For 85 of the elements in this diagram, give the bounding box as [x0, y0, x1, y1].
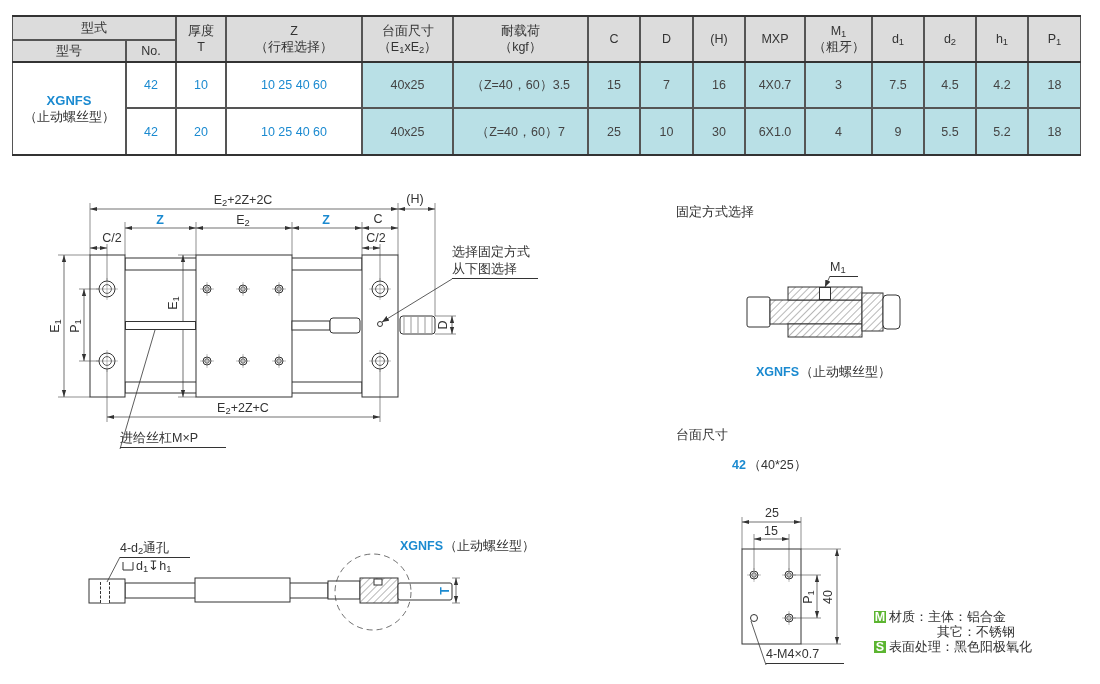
size-caption: （40*25） [748, 457, 807, 473]
header-cell: 耐载荷 （kgf） [453, 16, 588, 62]
callout-text: 4-M4×0.7 [766, 646, 844, 664]
dimension-label: Z [156, 212, 164, 228]
header-cell: d$_{2}$ [924, 16, 976, 62]
dimension-label: E$_{2}$ [236, 212, 250, 228]
surface-note: 表面处理：黑色阳极氧化 [889, 639, 1032, 655]
data-cell: 42 [126, 108, 176, 155]
dimension-label: C/2 [366, 230, 386, 246]
data-cell: 30 [693, 108, 745, 155]
dimension-label: T [437, 587, 453, 595]
dimension-label: D [435, 320, 451, 330]
data-cell: 40x25 [362, 62, 453, 108]
dimension-label: 40 [820, 590, 836, 604]
header-cell: (H) [693, 16, 745, 62]
data-cell: （Z=40，60）3.5 [453, 62, 588, 108]
data-cell: 18 [1028, 108, 1081, 155]
surface-badge: S [874, 641, 886, 653]
header-cell: Z （行程选择） [226, 16, 362, 62]
data-cell: 6X1.0 [745, 108, 805, 155]
header-cell: 厚度 T [176, 16, 226, 62]
dimension-label: 25 [765, 505, 779, 521]
header-cell: No. [126, 40, 176, 62]
callout-text: 选择固定方式从下图选择 [452, 244, 538, 279]
dimension-label: E$_{2}$+2Z+C [217, 400, 269, 416]
data-cell: 9 [872, 108, 924, 155]
data-cell: 7.5 [872, 62, 924, 108]
header-cell: 型号 [12, 40, 126, 62]
hole-callout: 4-d$_{2}$通孔 d$_{1}$↧h$_{1}$ [120, 540, 190, 575]
data-cell: 40x25 [362, 108, 453, 155]
dimension-label: C/2 [102, 230, 122, 246]
header-cell: 台面尺寸 （E$_{1}$xE$_{2}$） [362, 16, 453, 62]
screw-slot [819, 287, 831, 300]
material-note: 其它：不锈钢 [937, 624, 1015, 640]
dimension-label: Z [322, 212, 330, 228]
leader-line [119, 329, 156, 450]
header-cell: h$_{1}$ [976, 16, 1028, 62]
dimension-label: E$_{2}$+2Z+2C [213, 192, 273, 208]
data-cell: 4X0.7 [745, 62, 805, 108]
data-cell: 16 [693, 62, 745, 108]
data-cell: 10 [640, 108, 693, 155]
dimension-label: C [373, 211, 383, 227]
data-cell: 7 [640, 62, 693, 108]
leader-line [106, 556, 121, 583]
data-cell: 3 [805, 62, 872, 108]
data-cell: 25 [588, 108, 640, 155]
data-cell: 4.2 [976, 62, 1028, 108]
data-cell: 5.2 [976, 108, 1028, 155]
header-cell: M$_{1}$ （粗牙） [805, 16, 872, 62]
type-caption: （止动螺丝型） [800, 364, 891, 380]
data-cell: 20 [176, 108, 226, 155]
data-cell: 42 [126, 62, 176, 108]
hole [377, 321, 383, 327]
data-cell: 10 25 40 60 [226, 108, 362, 155]
tapped-hole [750, 614, 758, 622]
header-cell: P$_{1}$ [1028, 16, 1081, 62]
lead-screw [125, 321, 196, 330]
counterbore-hole [100, 582, 110, 603]
model-code: XGNFS [400, 538, 444, 554]
data-cell: （Z=40，60）7 [453, 108, 588, 155]
data-cell: 15 [588, 62, 640, 108]
header-cell: d$_{1}$ [872, 16, 924, 62]
header-cell: C [588, 16, 640, 62]
data-cell: 10 [176, 62, 226, 108]
header-cell: MXP [745, 16, 805, 62]
type-caption: （止动螺丝型） [444, 538, 535, 554]
leader-line [750, 620, 767, 666]
data-cell: 5.5 [924, 108, 976, 155]
section-heading: 固定方式选择 [676, 204, 754, 220]
material-note: 材质：主体：铝合金 [889, 609, 1006, 625]
model-code: XGNFS [756, 364, 800, 380]
material-badge: M [874, 611, 886, 623]
data-cell: 4.5 [924, 62, 976, 108]
data-cell: XGNFS （止动螺丝型） [12, 62, 126, 155]
data-cell: 18 [1028, 62, 1081, 108]
header-cell: 型式 [12, 16, 176, 40]
callout-text: M$_{1}$ [830, 259, 858, 277]
callout-text: 进给丝杠M×P [120, 430, 226, 448]
data-cell: 4 [805, 108, 872, 155]
data-cell: 10 25 40 60 [226, 62, 362, 108]
dimension-label: 15 [764, 523, 778, 539]
header-cell: D [640, 16, 693, 62]
size-code: 42 [732, 457, 746, 473]
dimension-label: (H) [406, 191, 424, 207]
section-heading: 台面尺寸 [676, 427, 728, 443]
